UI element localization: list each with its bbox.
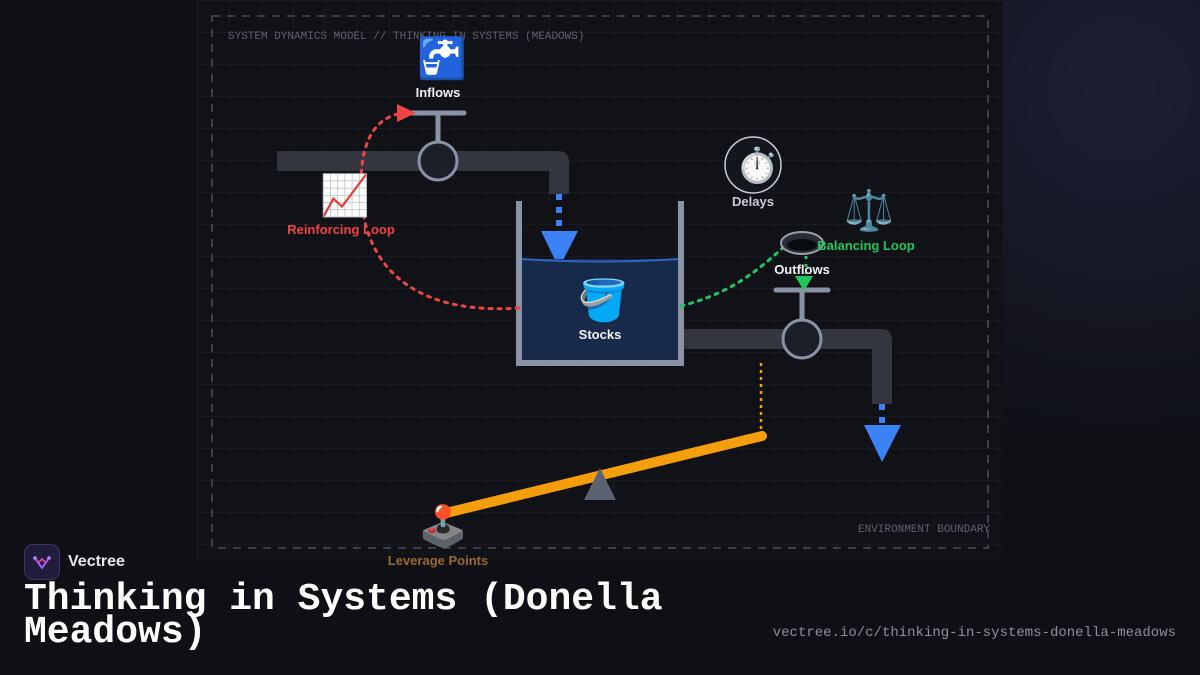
stopwatch-icon: ⏱️ xyxy=(736,146,779,186)
reinforcing-loop-arrow xyxy=(397,104,416,122)
stock-water xyxy=(521,259,679,361)
bucket-icon: 🪣 xyxy=(578,278,628,324)
brand: Vectree xyxy=(24,544,125,580)
balancing-loop-arrow xyxy=(795,276,813,291)
brand-name: Vectree xyxy=(68,553,125,570)
leverage-points-label: Leverage Points xyxy=(387,553,489,568)
scales-icon: ⚖️ xyxy=(844,188,894,234)
balancing-loop-path xyxy=(679,243,788,308)
outflows-label: Outflows xyxy=(774,262,830,277)
faucet-icon: 🚰 xyxy=(417,36,467,82)
inflows-label: Inflows xyxy=(415,85,461,100)
environment-boundary xyxy=(211,15,989,549)
vectree-logo-icon xyxy=(24,544,60,580)
outflow-valve-wheel xyxy=(781,318,823,360)
page-title: Thinking in Systems (Donella Meadows) xyxy=(24,578,663,654)
diagram-header: SYSTEM DYNAMICS MODEL // THINKING IN SYS… xyxy=(228,31,585,43)
inflow-valve-wheel xyxy=(417,140,459,182)
stocks-label: Stocks xyxy=(578,327,622,342)
drain-hole xyxy=(787,239,817,251)
stock-tank xyxy=(516,201,684,366)
leverage-fulcrum xyxy=(584,468,616,500)
reinforcing-loop-label: Reinforcing Loop xyxy=(287,222,395,237)
outflow-pipe xyxy=(684,329,892,404)
joystick-icon: 🕹️ xyxy=(418,504,468,550)
environment-boundary-label: ENVIRONMENT BOUNDARY xyxy=(858,524,991,536)
inflow-arrow xyxy=(541,231,578,268)
balancing-loop-label: Balancing Loop xyxy=(817,238,915,253)
outflow-arrow xyxy=(864,425,901,462)
reinforcing-loop-path xyxy=(359,111,521,311)
page-url[interactable]: vectree.io/c/thinking-in-systems-donella… xyxy=(772,625,1176,641)
delays-ring xyxy=(724,136,782,194)
chart-increasing-icon: 📈 xyxy=(320,173,370,219)
delays-label: Delays xyxy=(732,194,774,209)
stock-water-surface xyxy=(520,258,680,263)
inflow-pipe xyxy=(277,151,569,194)
